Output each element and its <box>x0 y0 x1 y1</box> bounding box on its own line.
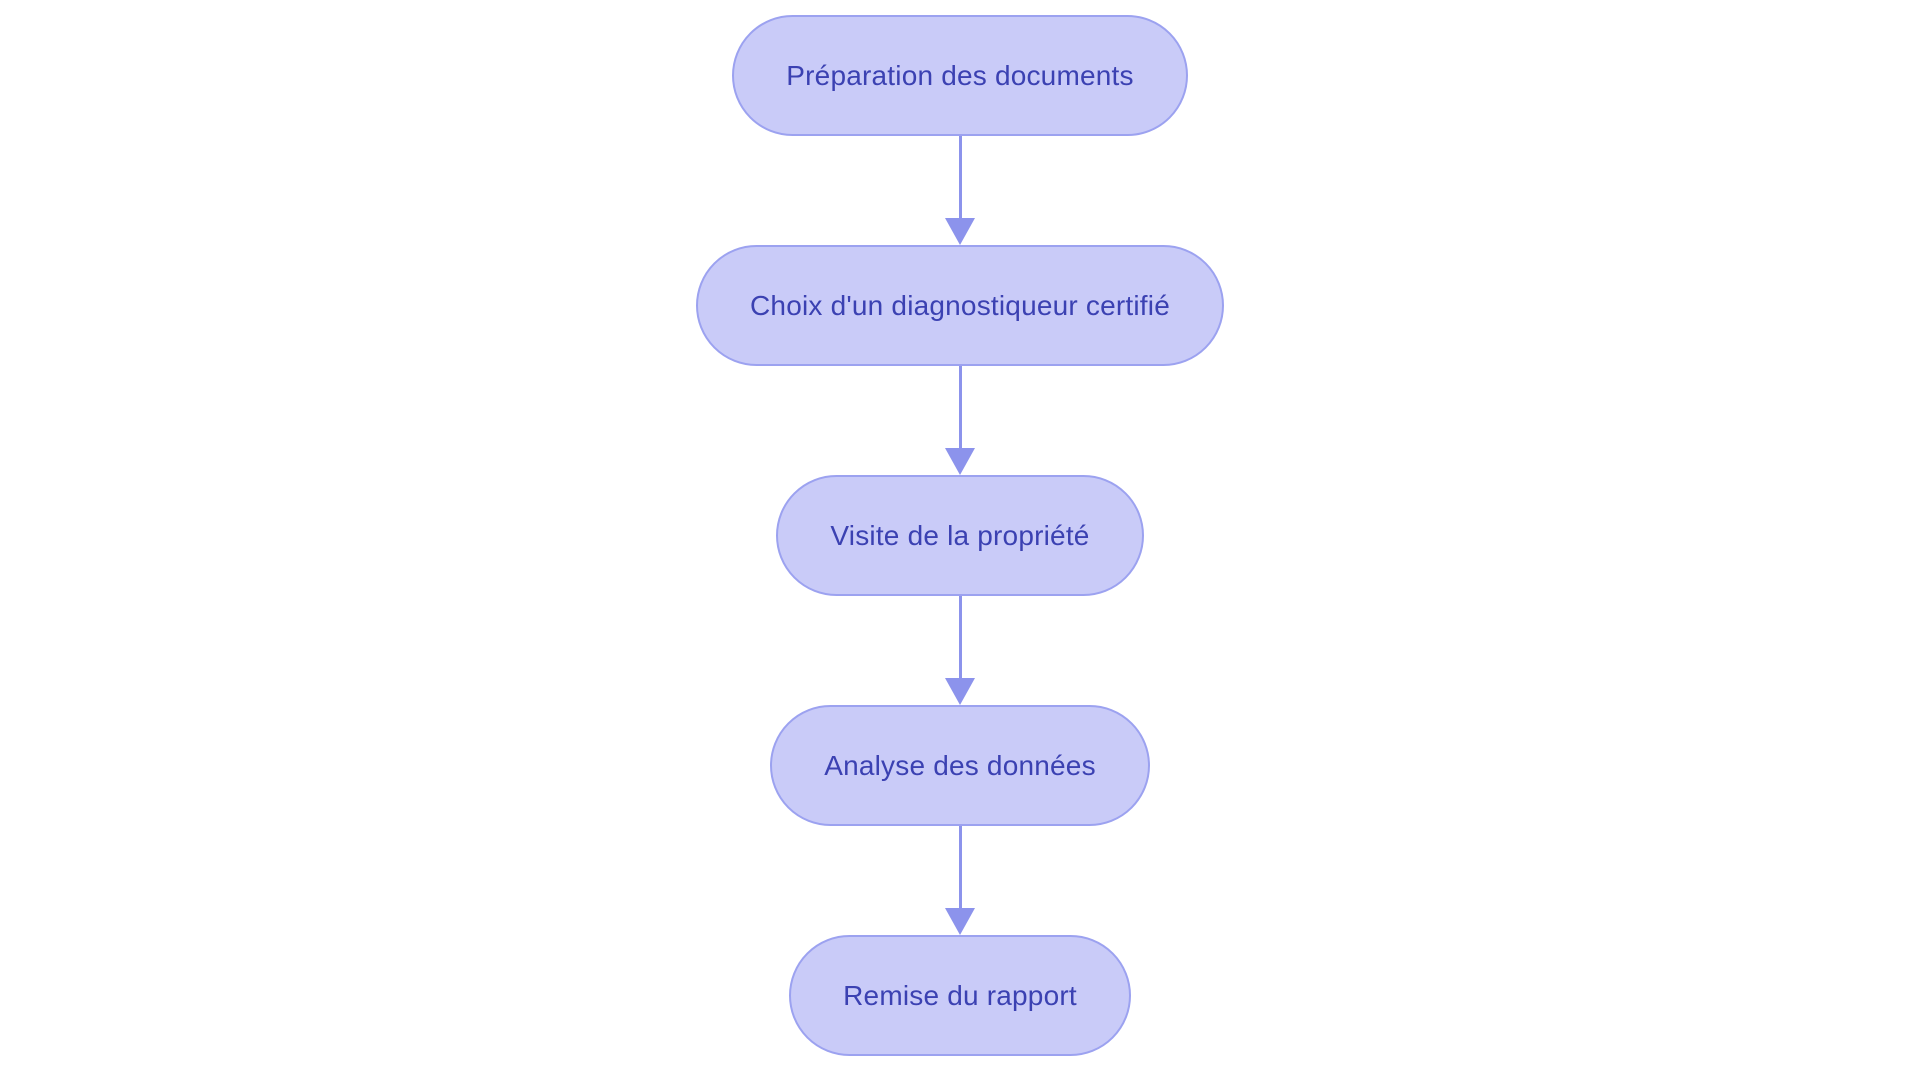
arrow-down-icon <box>945 448 975 475</box>
flow-node-step-4-label: Analyse des données <box>824 749 1096 781</box>
flow-arrow-2 <box>945 366 975 475</box>
flow-arrow-4 <box>945 826 975 935</box>
flow-node-step-3: Visite de la propriété <box>776 475 1144 596</box>
flow-arrow-1 <box>945 136 975 245</box>
arrow-stem <box>958 136 962 219</box>
flow-node-step-1: Préparation des documents <box>732 15 1188 136</box>
flow-node-step-5-label: Remise du rapport <box>843 979 1077 1011</box>
flow-arrow-3 <box>945 596 975 705</box>
arrow-stem <box>958 366 962 449</box>
arrow-down-icon <box>945 678 975 705</box>
flow-node-step-2: Choix d'un diagnostiqueur certifié <box>696 245 1224 366</box>
flow-node-step-3-label: Visite de la propriété <box>830 519 1090 551</box>
arrow-down-icon <box>945 218 975 245</box>
arrow-stem <box>958 826 962 909</box>
flow-node-step-2-label: Choix d'un diagnostiqueur certifié <box>750 289 1170 321</box>
flow-node-step-1-label: Préparation des documents <box>786 59 1134 91</box>
arrow-stem <box>958 596 962 679</box>
arrow-down-icon <box>945 908 975 935</box>
flow-node-step-4: Analyse des données <box>770 705 1150 826</box>
flow-node-step-5: Remise du rapport <box>789 935 1131 1056</box>
